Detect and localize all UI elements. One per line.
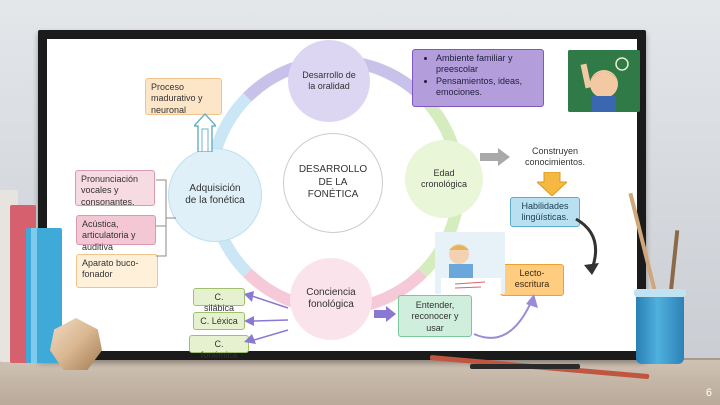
circle-center: DESARROLLO DE LA FONÉTICA <box>283 133 383 233</box>
arrow-right-icon <box>374 306 396 322</box>
circle-edad-label: Edad cronológica <box>420 167 468 189</box>
circle-conciencia: Conciencia fonológica <box>290 258 372 340</box>
center-title: DESARROLLO DE LA FONÉTICA <box>298 164 368 201</box>
circle-conciencia-label: Conciencia fonológica <box>306 286 356 311</box>
box-aparato: Aparato buco-fonador <box>76 254 158 288</box>
arrow-right-icon <box>480 148 510 166</box>
box-lecto: Lecto-escritura <box>500 264 564 296</box>
box-lecto-label: Lecto-escritura <box>514 268 550 290</box>
box-proceso-label: Proceso madurativo y neuronal <box>151 82 203 115</box>
brush-cup <box>634 289 686 364</box>
circle-oralidad-label: Desarrollo de la oralidad <box>302 69 356 91</box>
curved-arrow-icon <box>575 217 599 275</box>
box-proceso: Proceso madurativo y neuronal <box>145 78 222 115</box>
box-acustica: Acústica, articulatoria y auditiva <box>76 215 156 252</box>
box-pronunciacion: Pronunciación vocales y consonantes. <box>75 170 155 207</box>
box-habilidades: Habilidades lingüísticas. <box>510 197 580 227</box>
box-entender-label: Entender, reconocer y usar <box>411 300 459 333</box>
box-pronunciacion-label: Pronunciación vocales y consonantes. <box>81 174 139 207</box>
circle-oralidad: Desarrollo de la oralidad <box>288 40 370 122</box>
box-fonemica: C. fonémica <box>189 335 249 360</box>
box-aparato-label: Aparato buco-fonador <box>82 258 139 280</box>
box-lexica: C. Léxica <box>193 312 245 330</box>
circle-adquisicion-label: Adquisición de la fonética <box>185 182 245 207</box>
box-silabica: C. silábica <box>193 288 245 313</box>
ambiente-item: Pensamientos, ideas, emociones. <box>436 76 538 99</box>
arrow-down-icon <box>537 172 567 196</box>
pencil <box>470 364 580 369</box>
child-thinking-photo <box>568 50 640 112</box>
desk-surface <box>0 360 720 405</box>
box-lexica-label: C. Léxica <box>200 316 238 326</box>
box-habilidades-label: Habilidades lingüísticas. <box>521 201 569 223</box>
circle-edad: Edad cronológica <box>405 140 483 218</box>
slide-number: 6 <box>705 387 712 399</box>
box-silabica-label: C. silábica <box>203 292 234 314</box>
ambiente-item: Ambiente familiar y preescolar <box>436 53 538 76</box>
text-construyen: Construyen conocimientos. <box>524 146 586 168</box>
bracket-connector <box>156 179 176 257</box>
child-writing-photo <box>435 232 505 294</box>
box-entender: Entender, reconocer y usar <box>398 295 472 337</box>
box-fonemica-label: C. fonémica <box>200 339 238 361</box>
curved-arrow-icon <box>473 294 538 339</box>
box-ambiente: Ambiente familiar y preescolar Pensamien… <box>412 49 544 107</box>
arrow-left-icon <box>244 291 289 344</box>
box-acustica-label: Acústica, articulatoria y auditiva <box>82 219 136 252</box>
double-arrow-up-icon <box>194 112 216 152</box>
circle-adquisicion: Adquisición de la fonética <box>168 148 262 242</box>
